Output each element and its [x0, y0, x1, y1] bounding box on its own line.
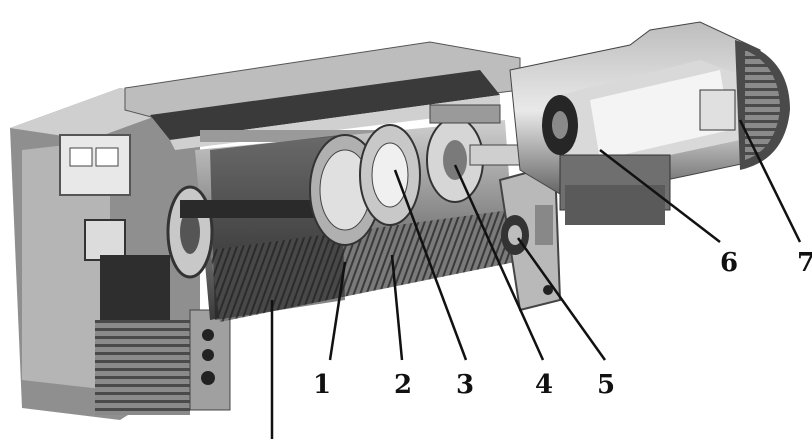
leader-line-4 [453, 164, 545, 361]
callout-4: 4 [535, 370, 554, 400]
callout-5: 5 [597, 370, 616, 400]
callout-1: 1 [313, 370, 332, 400]
left-end-housing [10, 88, 231, 420]
callout-7: 7 [797, 248, 812, 278]
leader-line-1 [328, 261, 347, 361]
leader-line-3 [393, 169, 468, 361]
callout-6: 6 [720, 248, 739, 278]
main-frame [124, 41, 521, 150]
leader-lines [270, 119, 802, 439]
leader-line-5 [516, 237, 607, 361]
leader-line-7 [738, 119, 802, 243]
callout-2: 2 [394, 370, 413, 400]
callout-3: 3 [456, 370, 475, 400]
leader-line-6 [599, 149, 721, 243]
leader-line-2 [390, 254, 404, 361]
